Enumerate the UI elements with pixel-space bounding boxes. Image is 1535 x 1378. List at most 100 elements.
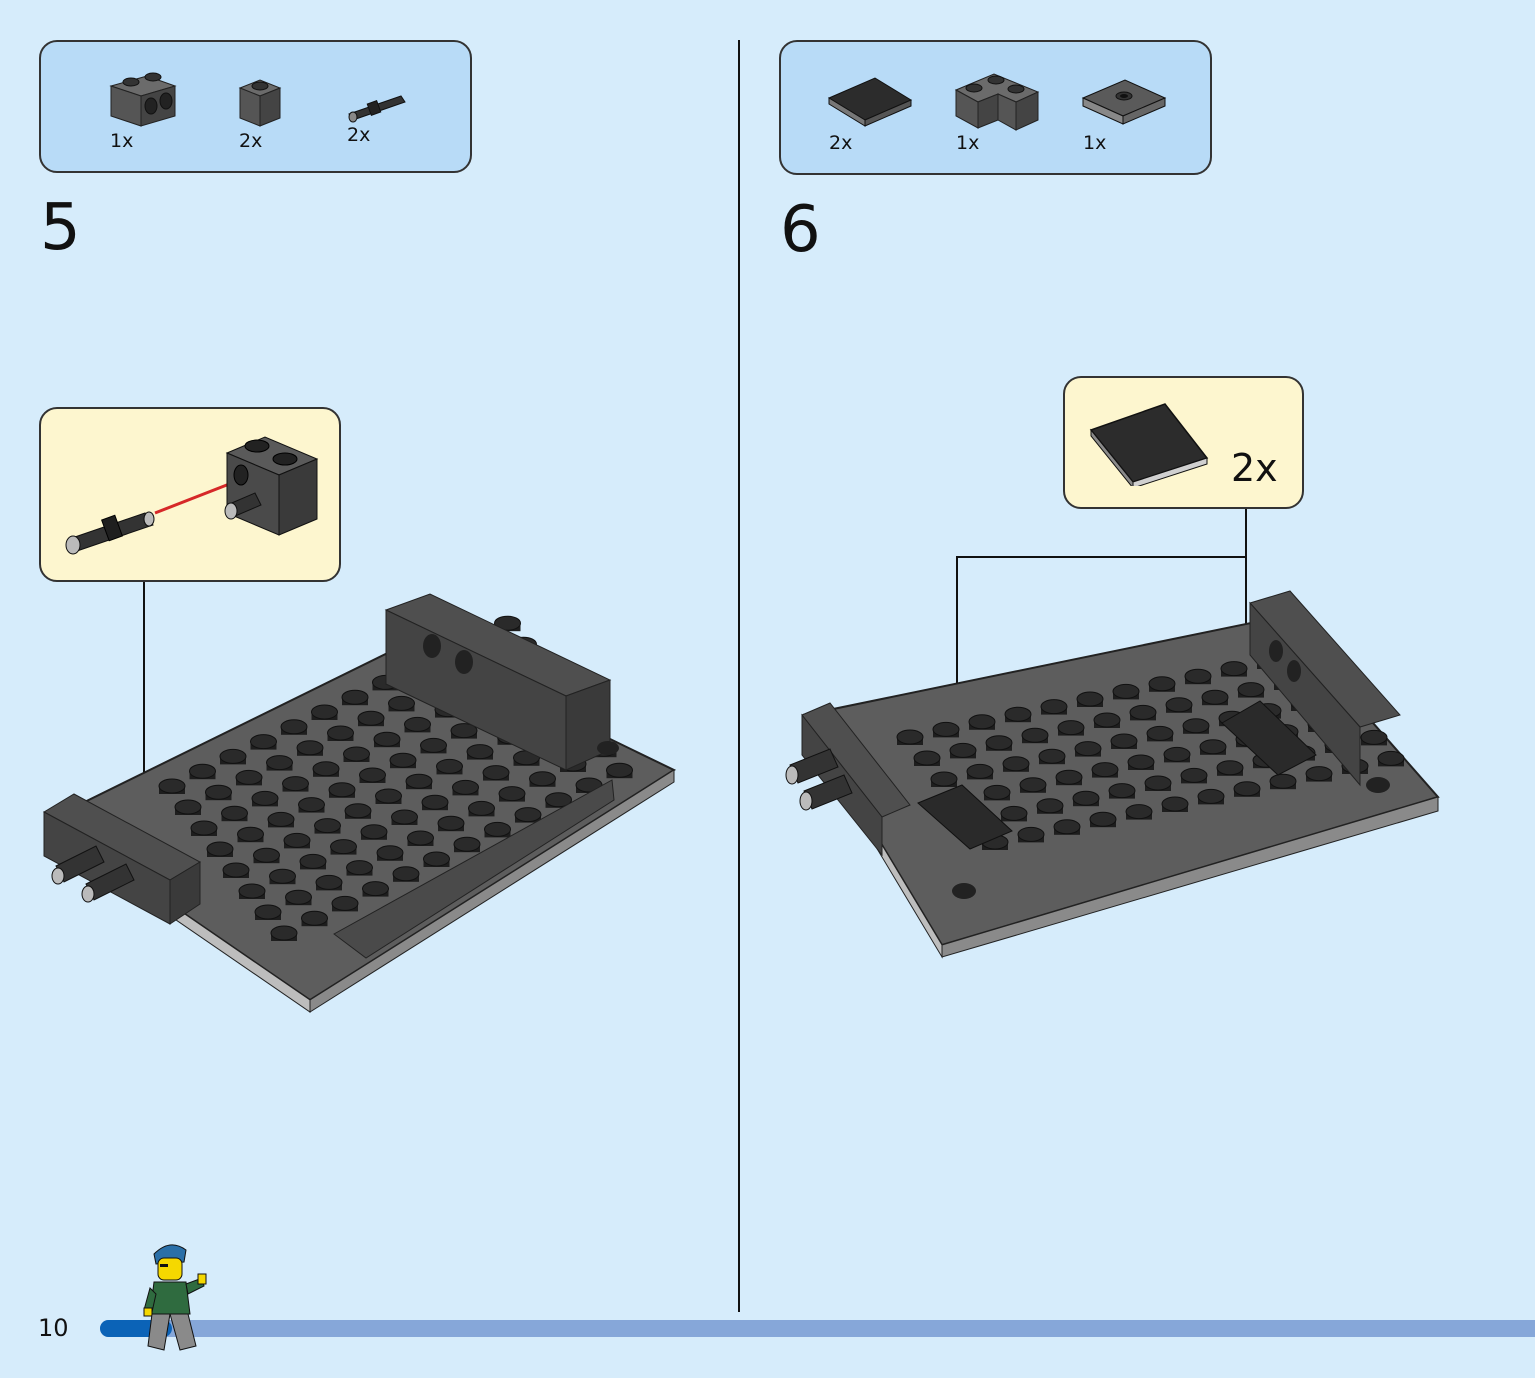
callout-qty: 2x [1231, 446, 1278, 490]
stud [1269, 773, 1297, 789]
stud [1002, 756, 1030, 772]
stud [1161, 796, 1189, 812]
stud [1055, 769, 1083, 785]
stud [450, 723, 478, 739]
stud [330, 839, 357, 855]
stud [285, 889, 312, 905]
stud [407, 830, 434, 846]
stud [913, 750, 941, 766]
stud [985, 735, 1013, 751]
stud [254, 904, 282, 920]
stud [1093, 712, 1121, 728]
stud [1184, 668, 1212, 684]
step-6-callout: 2x [1063, 376, 1304, 509]
stud [1019, 777, 1047, 793]
tile-2x2-icon [827, 77, 913, 127]
stud [206, 841, 234, 857]
stud [1199, 739, 1227, 755]
stud [373, 731, 401, 747]
stud [983, 784, 1011, 800]
stud [405, 773, 433, 789]
step-6-parts-box: 2x 1x 1x [779, 40, 1212, 175]
stud [420, 737, 447, 753]
stud [1237, 682, 1265, 698]
stud [311, 704, 338, 720]
stud [331, 895, 359, 911]
stud [436, 758, 463, 774]
stud [1000, 805, 1028, 821]
technic-brick-1x2-with-holes-icon [224, 436, 319, 536]
step-6-part-1: 2x [827, 74, 917, 154]
stud [389, 752, 417, 768]
stud [270, 925, 298, 941]
technic-pin-icon [348, 95, 406, 123]
stud [299, 853, 327, 869]
step-6-part-3: 1x [1081, 74, 1171, 154]
stud [221, 805, 248, 821]
step-5-callout [39, 407, 341, 582]
stud [1180, 767, 1208, 783]
stud [1108, 783, 1136, 799]
stud [423, 851, 450, 867]
stud [392, 866, 420, 882]
stud [1165, 697, 1193, 713]
stud [1017, 826, 1045, 842]
stud [253, 847, 280, 863]
stud [1036, 798, 1064, 814]
stud [1201, 689, 1229, 705]
stud [1197, 788, 1225, 804]
stud [1360, 729, 1388, 745]
step-6-number: 6 [780, 193, 821, 267]
stud [315, 874, 343, 890]
part-qty: 1x [1083, 132, 1107, 154]
stud [1038, 748, 1066, 764]
stud [606, 762, 633, 778]
stud [1163, 746, 1191, 762]
stud [296, 740, 324, 756]
insertion-arrow [154, 479, 238, 515]
part-qty: 1x [110, 130, 134, 152]
step-5-part-2: 2x [237, 74, 327, 152]
stud [219, 748, 247, 764]
stud [1182, 718, 1210, 734]
stud [1127, 754, 1155, 770]
stud [235, 769, 263, 785]
stud [1089, 811, 1117, 827]
stud [298, 797, 325, 813]
stud [482, 765, 510, 781]
step-divider [738, 40, 740, 1312]
stud [930, 771, 958, 787]
stud [949, 742, 977, 758]
stud [404, 716, 431, 732]
stud [484, 821, 511, 837]
step-5-part-1: 1x [107, 64, 197, 152]
stud [357, 710, 385, 726]
step-5-part-3: 2x [345, 88, 435, 146]
stud [452, 779, 479, 795]
stud [437, 815, 465, 831]
stud [266, 755, 293, 771]
technic-brick-1x2-with-holes-icon [109, 72, 177, 127]
stud [376, 845, 404, 861]
stud [1305, 766, 1333, 782]
stud [545, 792, 572, 808]
stud [1076, 691, 1104, 707]
stud [346, 860, 373, 876]
stud [250, 734, 277, 750]
stud [328, 782, 356, 798]
stud [282, 776, 309, 792]
stud [237, 826, 264, 842]
stud [1144, 775, 1172, 791]
step-5-assembly [42, 582, 677, 1013]
step-6-assembly [785, 509, 1440, 959]
callout-connector [956, 509, 1247, 755]
pin-insertion-illustration [65, 436, 319, 555]
part-qty: 2x [347, 124, 371, 146]
stud [375, 788, 402, 804]
stud [327, 725, 354, 741]
part-qty: 2x [239, 130, 263, 152]
stud [1072, 790, 1100, 806]
stud [1233, 781, 1261, 797]
stud [222, 862, 250, 878]
technic-pin-icon [65, 511, 155, 555]
